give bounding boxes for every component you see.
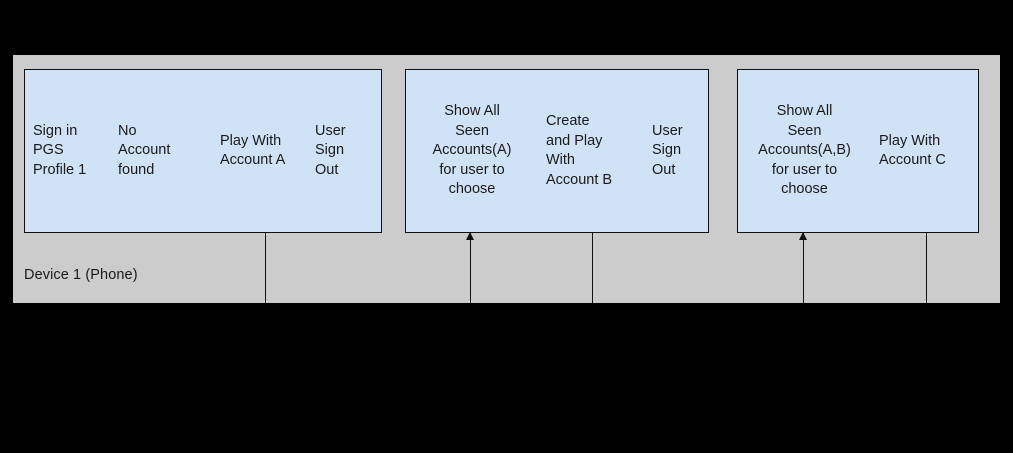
step-label: User Sign Out <box>315 122 346 178</box>
step-no-account-found[interactable]: No Account found <box>110 69 213 233</box>
swimlane-label: Device 1 (Phone) <box>24 267 138 283</box>
connector-signout-b <box>592 233 593 303</box>
step-play-with-account-a[interactable]: Play With Account A <box>212 69 308 233</box>
step-label: Play With Account A <box>220 132 286 169</box>
connector-to-choose-a <box>470 233 471 303</box>
arrow-up-icon-choose-a <box>466 232 474 240</box>
step-label: Show All Seen Accounts(A,B) for user to … <box>758 103 851 198</box>
step-create-and-play-with-account-b[interactable]: Create and Play With Account B <box>538 69 645 233</box>
step-user-sign-out-1[interactable]: User Sign Out <box>307 69 382 233</box>
step-label: Show All Seen Accounts(A) for user to ch… <box>432 103 512 198</box>
step-label: Play With Account C <box>879 132 946 169</box>
step-label: Create and Play With Account B <box>546 113 613 188</box>
connector-play-c <box>926 233 927 303</box>
step-show-all-seen-accounts-a[interactable]: Show All Seen Accounts(A) for user to ch… <box>405 69 539 233</box>
step-label: No Account found <box>118 122 171 178</box>
connector-to-choose-ab <box>803 233 804 303</box>
step-user-sign-out-2[interactable]: User Sign Out <box>644 69 709 233</box>
connector-signout-a <box>265 233 266 303</box>
step-play-with-account-c[interactable]: Play With Account C <box>871 69 979 233</box>
step-show-all-seen-accounts-ab[interactable]: Show All Seen Accounts(A,B) for user to … <box>737 69 872 233</box>
step-label: User Sign Out <box>652 122 683 178</box>
arrow-up-icon-choose-ab <box>799 232 807 240</box>
step-sign-in-pgs-profile-1[interactable]: Sign in PGS Profile 1 <box>24 69 111 233</box>
step-label: Sign in PGS Profile 1 <box>33 122 87 178</box>
